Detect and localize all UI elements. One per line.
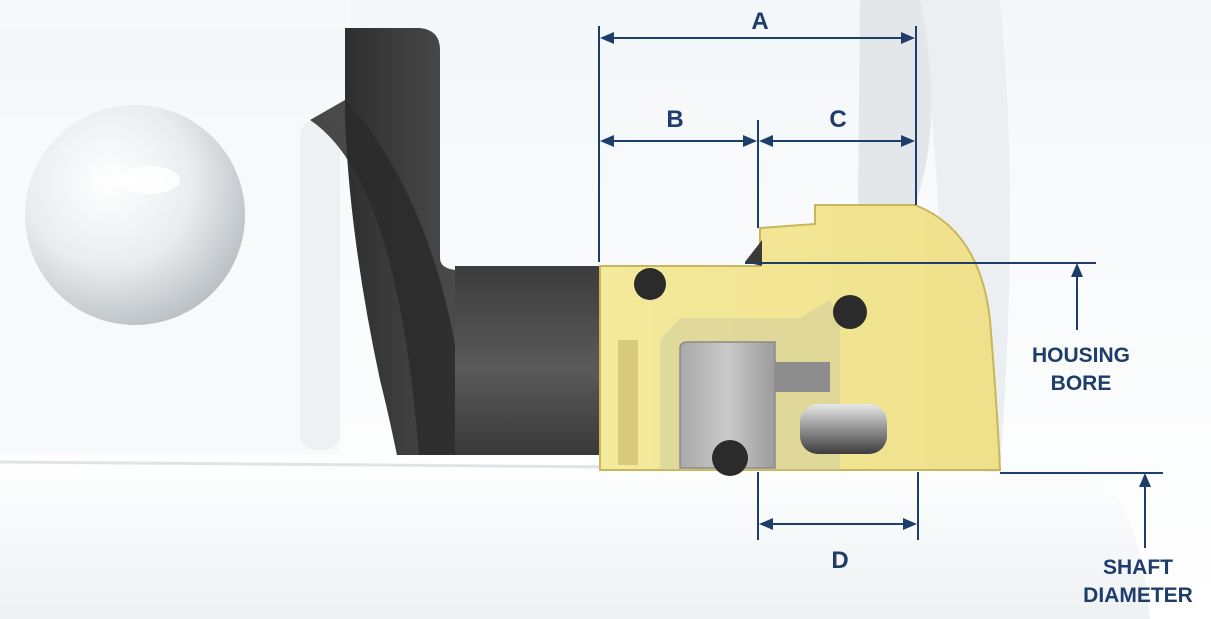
dimension-label-b: B [666,106,684,133]
shaft-diameter-label: SHAFT DIAMETER [1068,554,1208,611]
shaft-diameter-line-1: SHAFT [1103,556,1173,579]
dimension-label-d: D [831,547,849,574]
spring-icon [800,404,887,454]
seal-ring [679,341,776,469]
seal-housing-step [745,240,762,266]
o-ring-icon-3 [712,440,748,476]
outer-housing [0,0,350,30]
bushing-sleeve [455,266,605,471]
dimension-label-a: A [751,8,769,35]
housing-bore-line-2: BORE [1050,372,1112,396]
dimension-lines [598,26,1163,548]
housing-bore-line-1: HOUSING [1031,344,1130,367]
shaft-diameter-line-2: DIAMETER [1083,584,1193,608]
seal-ring-tab [775,362,830,392]
o-ring-icon [634,268,666,300]
seal-slot [618,340,638,465]
shaft [0,455,1150,619]
inner-race-edge [300,120,340,450]
bearing-ball-icon [25,105,245,325]
housing-bore-label: HOUSING BORE [1006,342,1156,399]
dimension-label-c: C [829,106,847,133]
ball-highlight [120,166,180,194]
bearing-race-ring [310,100,470,470]
o-ring-icon-2 [833,295,867,329]
housing-wall-shade [858,0,932,205]
